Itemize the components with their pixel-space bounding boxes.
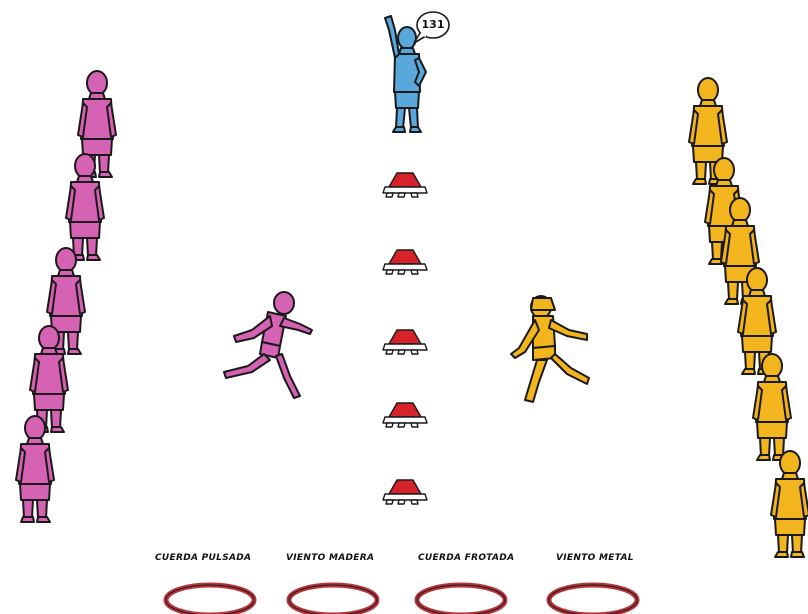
team-left-player [66,154,104,260]
team-right-group [689,78,808,557]
hoop-label-viento-madera: VIENTO MADERA [286,553,374,563]
cone [383,250,427,274]
cone-column [383,173,427,504]
cone [383,173,427,197]
runner-left-figure [224,292,312,398]
hoop-row [166,585,637,614]
cone [383,330,427,354]
hoop-label-cuerda-pulsada: CUERDA PULSADA [155,553,251,563]
team-right-player [771,451,808,557]
team-left-group [16,71,116,522]
runner-right-figure [511,296,589,402]
cone [383,403,427,427]
cone [383,480,427,504]
speech-bubble-text: 131 [419,18,447,31]
hoop-label-viento-metal: VIENTO METAL [556,553,634,563]
hoop-label-cuerda-frotada: CUERDA FROTADA [418,553,514,563]
